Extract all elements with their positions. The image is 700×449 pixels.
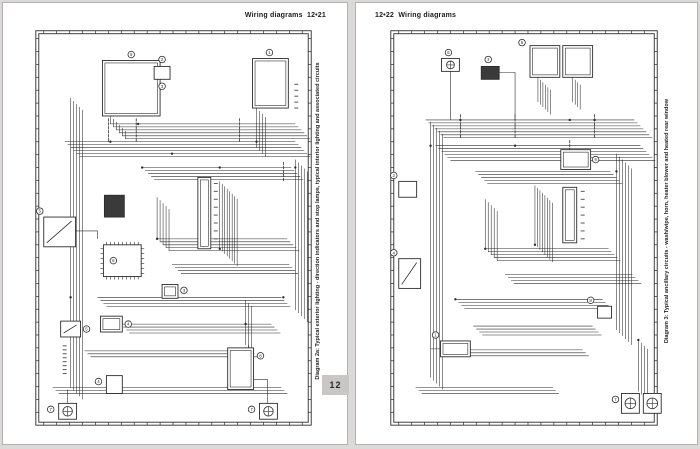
diagram-wires <box>52 83 311 404</box>
wiring-diagram-3: 6 3 5 2 4 9 1 7 8 <box>390 30 662 426</box>
page-header-right: 12•22 Wiring diagrams <box>375 12 457 19</box>
diagram-components: 9 2 3 1 5 6 8 5 4 4 7 7 3 <box>35 30 312 426</box>
diagram-caption-right: Diagram 3: Typical ancillary circuits - … <box>664 98 670 344</box>
wiring-diagram-2a: 9 2 3 1 5 6 8 5 4 4 7 7 3 <box>35 30 312 426</box>
svg-text:6: 6 <box>447 50 450 55</box>
svg-text:5: 5 <box>85 327 88 332</box>
svg-text:6: 6 <box>112 258 115 263</box>
svg-text:4: 4 <box>393 250 396 255</box>
svg-text:7: 7 <box>50 407 53 412</box>
svg-text:8: 8 <box>589 298 592 303</box>
svg-text:3: 3 <box>183 288 186 293</box>
svg-text:1: 1 <box>434 333 437 338</box>
svg-text:3: 3 <box>161 84 164 89</box>
svg-text:7: 7 <box>614 397 617 402</box>
svg-text:2: 2 <box>161 57 164 62</box>
svg-text:3: 3 <box>487 57 490 62</box>
diagram-caption-left: Diagram 2a: Typical exterior lighting - … <box>315 62 321 380</box>
diagram-wires <box>415 71 656 401</box>
page-left: 9 2 3 1 5 6 8 5 4 4 7 7 3 Wiring diagrams 12•21 Diag… <box>2 2 349 445</box>
svg-text:7: 7 <box>250 407 253 412</box>
diagram-components: 6 3 5 2 4 9 1 7 8 <box>390 30 662 426</box>
svg-text:8: 8 <box>259 353 262 358</box>
svg-text:2: 2 <box>393 173 396 178</box>
svg-text:1: 1 <box>268 50 271 55</box>
svg-text:4: 4 <box>127 322 130 327</box>
page-right: 6 3 5 2 4 9 1 7 8 12•22 Wiring diagrams Diagram … <box>355 2 698 445</box>
svg-text:5: 5 <box>39 209 42 214</box>
svg-text:5: 5 <box>521 40 524 45</box>
svg-text:4: 4 <box>97 379 100 384</box>
chapter-tab: 12 <box>322 375 349 395</box>
svg-text:9: 9 <box>130 52 133 57</box>
page-header-left: Wiring diagrams 12•21 <box>244 12 326 19</box>
svg-text:9: 9 <box>594 157 597 162</box>
